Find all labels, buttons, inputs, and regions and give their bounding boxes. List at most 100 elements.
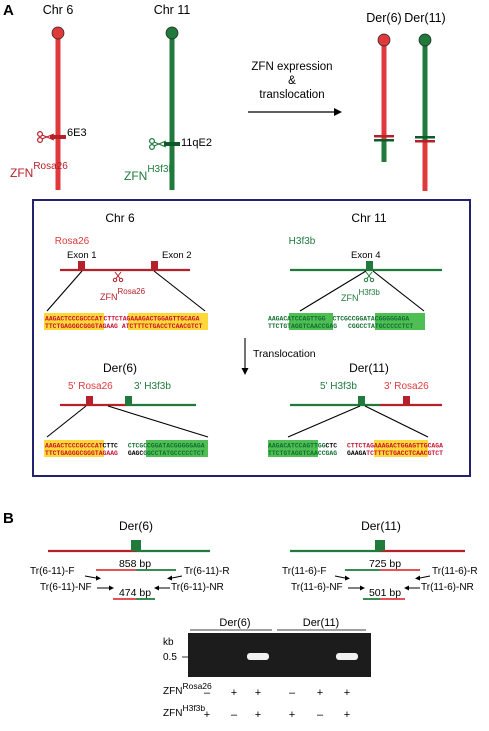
rosa26-exon2 bbox=[151, 261, 158, 270]
box-chr6-title: Chr 6 bbox=[105, 211, 135, 225]
b-der11-outer-size: 725 bp bbox=[369, 558, 401, 570]
b-der6-inner-size: 474 bp bbox=[119, 587, 151, 599]
b-der6-arrowhead-f bbox=[96, 575, 101, 581]
der6-zoom-left bbox=[46, 405, 87, 438]
b-der11-primer-nr: Tr(11-6)-NR bbox=[421, 582, 474, 593]
der11-seq-highlight-green bbox=[268, 440, 318, 457]
scissors-icon bbox=[36, 130, 55, 144]
der6-exon1 bbox=[86, 396, 93, 405]
b-der6-primer-f: Tr(6-11)-F bbox=[30, 566, 74, 577]
scissors-icon bbox=[112, 271, 124, 283]
b-der11-arrow-r bbox=[419, 575, 431, 579]
chr6-locus-band bbox=[50, 135, 66, 139]
b-der6-exon bbox=[131, 540, 141, 551]
der11-exon4 bbox=[358, 396, 365, 405]
der11-exon2 bbox=[403, 396, 410, 405]
zfn-rosa26-label: ZFNRosa26 bbox=[10, 161, 68, 180]
rosa26-zoom-right bbox=[153, 270, 206, 312]
box-zfn-h3f3b-label: ZFNH3f3b bbox=[341, 288, 380, 303]
chr6-title: Chr 6 bbox=[43, 3, 74, 17]
rosa26-zoom-left bbox=[46, 270, 83, 312]
panel-a-label: A bbox=[3, 2, 14, 19]
b-der6-arrowhead-r bbox=[167, 575, 172, 581]
b-der11-primer-r: Tr(11-6)-R bbox=[432, 566, 478, 577]
h3f3b-exon4 bbox=[366, 261, 373, 270]
b-der11-primer-nf: Tr(11-6)-NF bbox=[291, 582, 343, 593]
chr6-centromere bbox=[51, 26, 65, 40]
gel-kb-label: kb bbox=[163, 637, 174, 648]
h3f3b-zoom-right bbox=[372, 270, 425, 312]
der6-centromere bbox=[377, 33, 391, 47]
arrow-line-3: translocation bbox=[259, 89, 324, 101]
b-der11-arrowhead-nf bbox=[360, 585, 365, 591]
der11-centromere bbox=[418, 33, 432, 47]
b-der11-arrowhead-nr bbox=[404, 585, 409, 591]
panel-b-label: B bbox=[3, 510, 14, 527]
der6-left-label: 5' Rosa26 bbox=[68, 381, 113, 392]
gel-marker-label: 0.5 bbox=[163, 652, 177, 663]
gel-lane-sign: – bbox=[231, 709, 238, 721]
b-der6-arrowhead-nf bbox=[109, 585, 114, 591]
der11-zoom-right bbox=[364, 405, 429, 438]
box-zfn-rosa26-label: ZFNRosa26 bbox=[100, 287, 146, 302]
box-der11-title: Der(11) bbox=[349, 361, 389, 375]
b-der11-title: Der(11) bbox=[361, 519, 401, 533]
gel-lane-sign: – bbox=[317, 709, 324, 721]
gel-lane-sign: + bbox=[255, 687, 261, 699]
gel-row2-signs: +–++–+ bbox=[204, 709, 350, 721]
der11-junction-green bbox=[415, 136, 435, 139]
gel-row1-signs: –++–++ bbox=[204, 687, 350, 699]
gel-lane-sign: + bbox=[344, 709, 350, 721]
b-der6-arrow-f bbox=[84, 575, 97, 579]
box-translocation-arrowhead bbox=[241, 368, 249, 375]
gel-row1-label: ZFNRosa26 bbox=[163, 681, 212, 697]
box-chr11-title: Chr 11 bbox=[351, 211, 386, 225]
der6-zoom-right bbox=[107, 405, 209, 438]
zfn-h3f3b-label: ZFNH3f3b bbox=[124, 164, 174, 183]
gel-der6-title: Der(6) bbox=[219, 617, 250, 629]
b-der11-inner-size: 501 bp bbox=[369, 587, 401, 599]
der6-seq-highlight-yellow bbox=[44, 440, 104, 457]
b-der11-arrowhead-r bbox=[415, 575, 420, 581]
der6-exon4 bbox=[125, 396, 132, 405]
chr11-locus-label: 11qE2 bbox=[181, 137, 212, 149]
gel-der11-title: Der(11) bbox=[303, 617, 339, 629]
scissors-icon bbox=[363, 271, 375, 283]
gel-lane-sign: + bbox=[204, 709, 210, 721]
rosa26-seq-top: AAGACTCCCGCCCATCTTCTAGAAAGACTGGAGTTGCAGA bbox=[45, 316, 200, 323]
der11-junction-red bbox=[415, 140, 435, 143]
gel-bands bbox=[247, 653, 358, 660]
gel-band bbox=[336, 653, 358, 660]
gel-lane-sign: + bbox=[344, 687, 350, 699]
h3f3b-zoom-left bbox=[299, 270, 367, 312]
box-translocation-label: Translocation bbox=[253, 348, 316, 360]
translocation-arrowhead bbox=[334, 108, 342, 116]
detail-box bbox=[32, 199, 471, 477]
der11-right-label: 3' Rosa26 bbox=[384, 381, 429, 392]
gel-band bbox=[247, 653, 269, 660]
chr11-locus-band bbox=[164, 142, 180, 146]
arrow-line-2: & bbox=[288, 75, 296, 87]
box-der6-title: Der(6) bbox=[103, 361, 137, 375]
scissors-icon bbox=[148, 137, 167, 151]
exon4-label: Exon 4 bbox=[351, 250, 381, 261]
der6-title: Der(6) bbox=[366, 11, 401, 25]
chr11-title: Chr 11 bbox=[154, 3, 191, 17]
rosa26-seq-highlight-left bbox=[44, 313, 104, 330]
der6-seq-highlight-green bbox=[146, 440, 208, 457]
gel-lane-sign: + bbox=[231, 687, 237, 699]
b-der11-primer-f: Tr(11-6)-F bbox=[282, 566, 326, 577]
rosa26-exon1 bbox=[78, 261, 85, 270]
arrow-line-1: ZFN expression bbox=[251, 61, 332, 73]
b-der11-arrowhead-f bbox=[345, 575, 350, 581]
b-der6-primer-nr: Tr(6-11)-NR bbox=[171, 582, 224, 593]
b-der11-exon bbox=[375, 540, 385, 551]
h3f3b-seq-highlight-right bbox=[375, 313, 425, 330]
box-rosa26-label: Rosa26 bbox=[55, 236, 90, 247]
gel-lane-sign: + bbox=[255, 709, 261, 721]
h3f3b-seq-highlight-left bbox=[289, 313, 333, 330]
b-der6-primer-r: Tr(6-11)-R bbox=[184, 566, 230, 577]
